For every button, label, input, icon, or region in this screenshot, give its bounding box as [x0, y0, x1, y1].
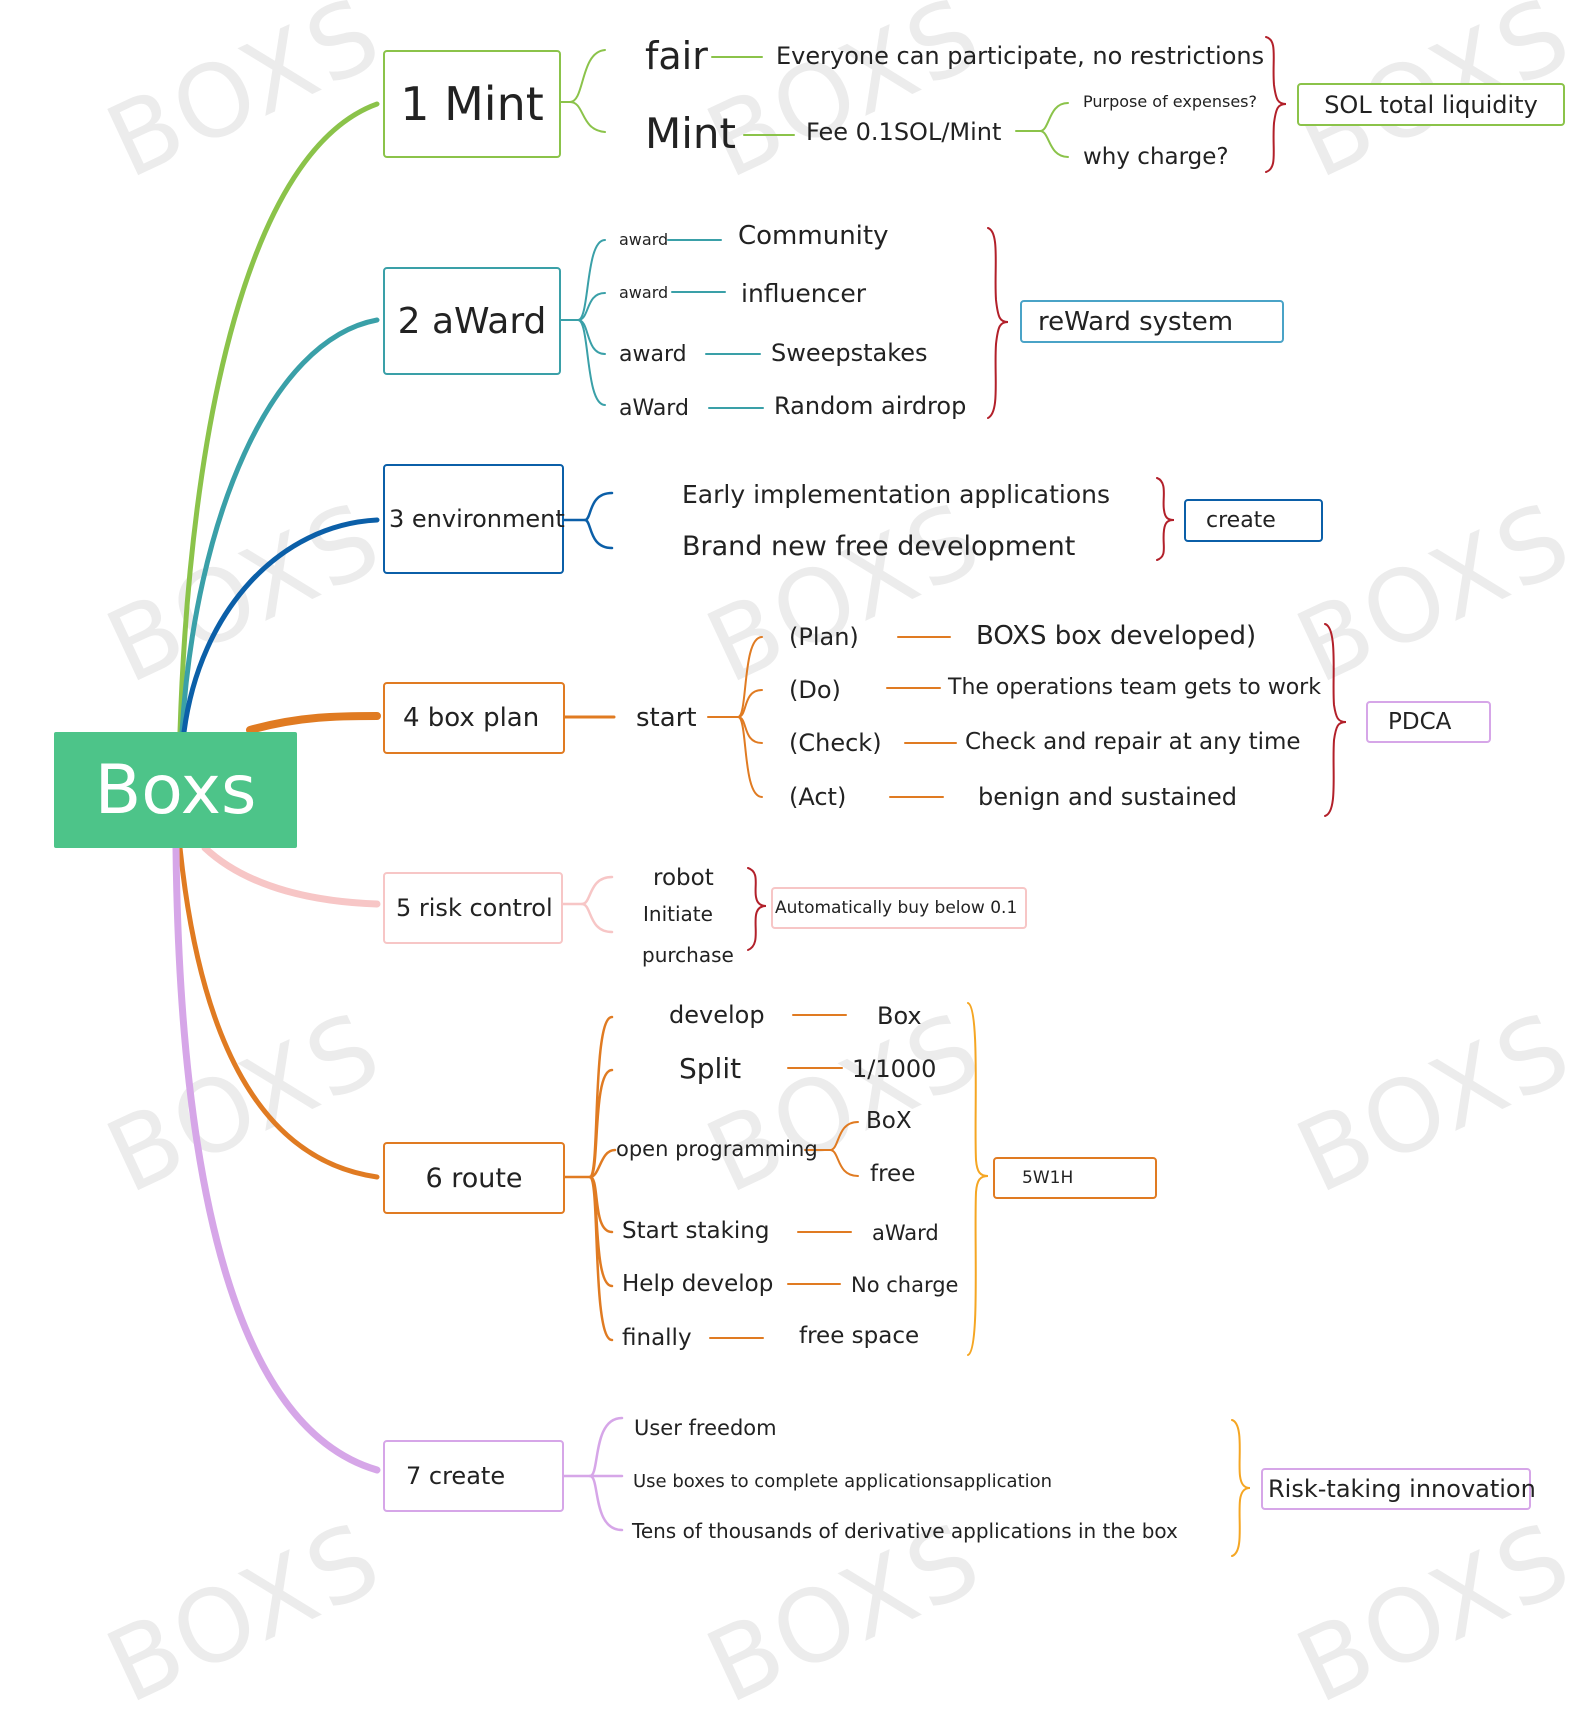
- summary-pdca[interactable]: PDCA: [1366, 701, 1491, 743]
- value-check: Check and repair at any time: [965, 729, 1301, 755]
- key-mint: Mint: [645, 109, 736, 158]
- branch-label: 7 create: [406, 1462, 506, 1490]
- branch-label: 3 environment: [389, 505, 565, 533]
- branch-label: 6 route: [425, 1162, 523, 1194]
- key-fair: fair: [645, 34, 708, 78]
- summary-risk-taking-innovation[interactable]: Risk-taking innovation: [1261, 1468, 1536, 1510]
- summary-create[interactable]: create: [1184, 499, 1323, 542]
- value-community: Community: [738, 221, 889, 251]
- item-initiate: Initiate: [643, 902, 713, 926]
- branch-node-award[interactable]: 2 aWard: [383, 267, 561, 375]
- key-start-staking: Start staking: [622, 1218, 770, 1244]
- key-award-1: award: [619, 230, 669, 249]
- key-plan: (Plan): [789, 623, 859, 651]
- brace-award: [987, 227, 1009, 419]
- branch-line-mint: [177, 101, 380, 735]
- brace-risk: [747, 867, 767, 951]
- brace-create: [1231, 1419, 1251, 1557]
- key-finally: finally: [622, 1325, 692, 1351]
- item-early-implementation: Early implementation applications: [682, 480, 1111, 509]
- branch-label: 2 aWard: [397, 300, 547, 342]
- value-box: Box: [877, 1002, 922, 1030]
- branch-node-box-plan[interactable]: 4 box plan: [383, 682, 565, 754]
- branch-node-environment[interactable]: 3 environment: [383, 464, 565, 574]
- summary-label: 5W1H: [1022, 1168, 1074, 1188]
- key-help-develop: Help develop: [622, 1271, 774, 1297]
- brace-mint: [1265, 36, 1287, 173]
- summary-label: PDCA: [1388, 709, 1452, 735]
- sub-purpose: Purpose of expenses?: [1083, 92, 1257, 111]
- sub-box: BoX: [866, 1108, 912, 1134]
- value-no-charge: No charge: [851, 1273, 959, 1297]
- branch-node-create[interactable]: 7 create: [383, 1440, 564, 1512]
- item-use-boxes: Use boxes to complete applicationsapplic…: [633, 1471, 1053, 1492]
- brace-boxplan: [1324, 623, 1347, 817]
- key-open-programming: open programming: [616, 1137, 818, 1161]
- key-develop: develop: [669, 1001, 765, 1029]
- value-act: benign and sustained: [978, 783, 1237, 811]
- key-act: (Act): [789, 783, 847, 811]
- key-check: (Check): [789, 729, 882, 757]
- branch-node-risk-control[interactable]: 5 risk control: [383, 872, 563, 944]
- branch-node-mint[interactable]: 1 Mint: [383, 50, 561, 158]
- branch-line-route: [177, 845, 380, 1180]
- value-sweepstakes: Sweepstakes: [771, 339, 928, 367]
- value-plan: BOXS box developed): [976, 621, 1257, 651]
- key-split: Split: [679, 1052, 742, 1085]
- summary-5w1h[interactable]: 5W1H: [993, 1157, 1157, 1199]
- item-purchase: purchase: [642, 943, 734, 967]
- value-influencer: influencer: [741, 279, 867, 308]
- item-robot: robot: [653, 865, 714, 891]
- key-award-3: award: [619, 342, 687, 367]
- value-award: aWard: [872, 1221, 939, 1245]
- branch-line-create: [172, 844, 381, 1474]
- sub-why-charge: why charge?: [1083, 144, 1229, 170]
- value-fair: Everyone can participate, no restriction…: [776, 42, 1265, 70]
- branch-line-boxplan: [246, 712, 381, 734]
- value-free-space: free space: [799, 1323, 920, 1349]
- connector-start: start: [636, 703, 697, 733]
- brace-route: [967, 1002, 989, 1356]
- branch-label: 4 box plan: [403, 703, 540, 733]
- branch-line-risk: [201, 844, 381, 908]
- branch-line-environment: [181, 517, 380, 735]
- key-award-4: aWard: [619, 396, 689, 421]
- summary-label: reWard system: [1038, 306, 1234, 337]
- summary-label: SOL total liquidity: [1324, 90, 1538, 119]
- summary-sol-liquidity[interactable]: SOL total liquidity: [1297, 83, 1565, 126]
- sub-free: free: [870, 1161, 916, 1187]
- item-tens-of-thousands: Tens of thousands of derivative applicat…: [632, 1519, 1178, 1543]
- key-do: (Do): [789, 676, 841, 704]
- value-random-airdrop: Random airdrop: [774, 392, 967, 420]
- value-do: The operations team gets to work: [948, 675, 1321, 700]
- mindmap-connectors: [172, 36, 1347, 1557]
- summary-auto-buy[interactable]: Automatically buy below 0.1: [771, 887, 1027, 929]
- root-node[interactable]: Boxs: [54, 732, 297, 848]
- item-user-freedom: User freedom: [634, 1416, 777, 1440]
- summary-reward-system[interactable]: reWard system: [1020, 300, 1284, 343]
- branch-line-award: [179, 317, 380, 735]
- value-fee: Fee 0.1SOL/Mint: [806, 118, 1002, 146]
- brace-environment: [1156, 477, 1175, 561]
- key-award-2: award: [619, 283, 669, 302]
- item-brand-new: Brand new free development: [682, 531, 1076, 562]
- value-split: 1/1000: [852, 1055, 937, 1083]
- branch-label: 1 Mint: [400, 77, 544, 131]
- summary-label: Automatically buy below 0.1: [775, 898, 1018, 918]
- summary-label: create: [1206, 508, 1276, 533]
- branch-node-route[interactable]: 6 route: [383, 1142, 565, 1214]
- branch-label: 5 risk control: [396, 894, 553, 922]
- summary-label: Risk-taking innovation: [1268, 1475, 1536, 1503]
